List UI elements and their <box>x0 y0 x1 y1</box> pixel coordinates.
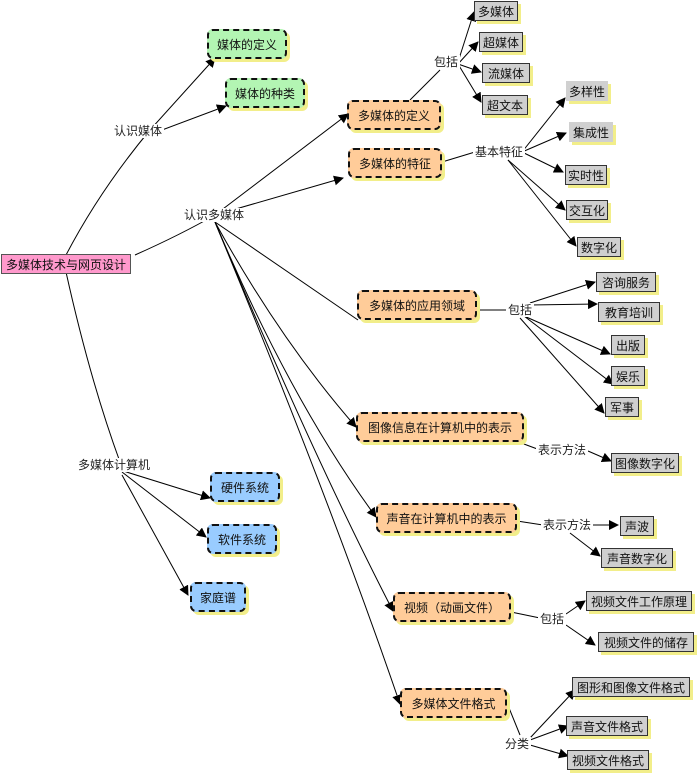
leaf-video-formats[interactable]: 视频文件格式 <box>567 750 649 770</box>
node-multimedia-applications[interactable]: 多媒体的应用领域 <box>357 290 477 320</box>
leaf-sound-formats[interactable]: 声音文件格式 <box>566 716 648 736</box>
connector-label-basic-features: 基本特征 <box>473 145 526 159</box>
leaf-consulting-service[interactable]: 咨询服务 <box>596 272 656 292</box>
leaf-digital[interactable]: 数字化 <box>577 237 621 257</box>
leaf-publishing[interactable]: 出版 <box>611 335 645 355</box>
leaf-sound-wave[interactable]: 声波 <box>620 516 654 536</box>
connector-label-includes-definition: 包括 <box>432 55 461 69</box>
leaf-image-digitization[interactable]: 图像数字化 <box>611 453 679 473</box>
leaf-video-principle[interactable]: 视频文件工作原理 <box>586 591 692 611</box>
connector-label-image-method: 表示方法 <box>536 443 589 457</box>
leaf-entertainment[interactable]: 娱乐 <box>611 366 645 386</box>
leaf-graphic-image-formats[interactable]: 图形和图像文件格式 <box>572 677 690 697</box>
leaf-streaming-media[interactable]: 流媒体 <box>482 63 530 83</box>
leaf-diversity[interactable]: 多样性 <box>566 81 608 101</box>
leaf-video-storage[interactable]: 视频文件的储存 <box>598 632 694 652</box>
node-sound-representation[interactable]: 声音在计算机中的表示 <box>376 503 517 533</box>
leaf-interactive[interactable]: 交互化 <box>566 200 608 220</box>
branch-label-recognize-media[interactable]: 认识媒体 <box>112 124 165 138</box>
node-video[interactable]: 视频（动画文件） <box>393 592 511 622</box>
connector-label-includes-applications: 包括 <box>506 303 535 317</box>
leaf-hypertext[interactable]: 超文本 <box>482 95 528 115</box>
leaf-real-time[interactable]: 实时性 <box>565 165 607 185</box>
connector-label-sound-method: 表示方法 <box>541 518 594 532</box>
leaf-sound-digitization[interactable]: 声音数字化 <box>601 548 673 568</box>
connector-label-includes-video: 包括 <box>538 612 567 626</box>
node-software-system[interactable]: 软件系统 <box>207 524 277 554</box>
node-media-types[interactable]: 媒体的种类 <box>225 78 305 108</box>
leaf-education-training[interactable]: 教育培训 <box>598 302 660 322</box>
root-node[interactable]: 多媒体技术与网页设计 <box>1 254 131 274</box>
leaf-multimedia[interactable]: 多媒体 <box>474 1 518 21</box>
node-file-formats[interactable]: 多媒体文件格式 <box>400 688 507 718</box>
leaf-hypermedia[interactable]: 超媒体 <box>479 32 523 52</box>
node-image-representation[interactable]: 图像信息在计算机中的表示 <box>356 412 524 442</box>
node-multimedia-definition[interactable]: 多媒体的定义 <box>347 100 441 130</box>
connector-label-classify: 分类 <box>503 737 532 751</box>
leaf-integration[interactable]: 集成性 <box>569 122 613 142</box>
branch-label-recognize-multimedia[interactable]: 认识多媒体 <box>182 208 247 222</box>
branch-label-multimedia-computer[interactable]: 多媒体计算机 <box>76 458 153 472</box>
leaf-military[interactable]: 军事 <box>605 397 639 417</box>
node-hardware-system[interactable]: 硬件系统 <box>210 472 280 502</box>
node-multimedia-features[interactable]: 多媒体的特征 <box>348 148 442 178</box>
node-media-definition[interactable]: 媒体的定义 <box>207 29 287 59</box>
node-home-spectrum[interactable]: 家庭谱 <box>190 582 246 612</box>
